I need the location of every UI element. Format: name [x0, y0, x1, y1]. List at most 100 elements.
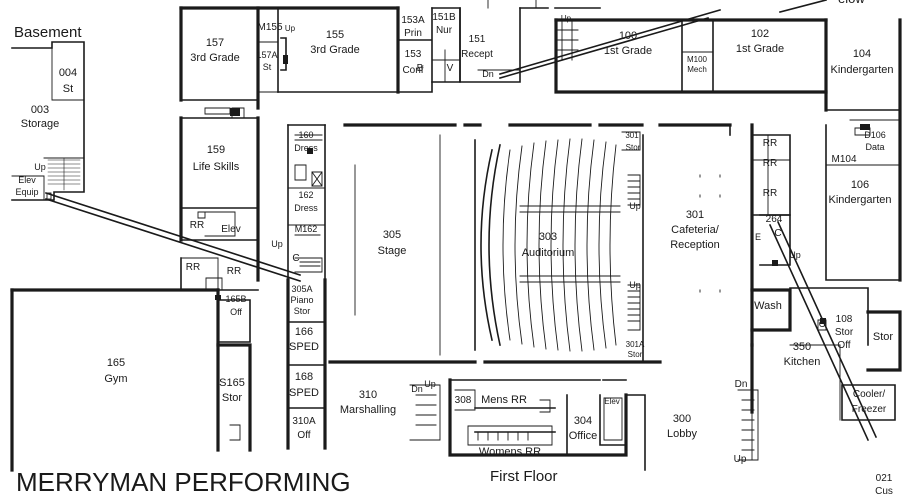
plan-label-up2: Up	[271, 239, 283, 249]
room-label-line: 162	[298, 190, 313, 200]
plan-label-e1: E	[755, 232, 761, 242]
room-label-line: Stor	[222, 392, 243, 404]
room-label-line: 168	[295, 371, 313, 383]
room-label-line: 3rd Grade	[310, 44, 360, 56]
room-label-line: 153A	[401, 15, 425, 26]
gym-block	[10, 277, 252, 472]
room-label-line: 151	[469, 34, 486, 45]
room-label-line: 1st Grade	[604, 45, 652, 57]
north-east-classrooms	[554, 18, 902, 282]
room-label-line: 159	[207, 144, 225, 156]
room-label-line: Prin	[404, 28, 422, 39]
plan-label-up8: Up	[561, 14, 572, 23]
room-label-line: 1st Grade	[736, 43, 784, 55]
room-label-rstor: Stor	[873, 331, 894, 343]
partial-label: elow	[838, 0, 865, 6]
room-label-line: Marshalling	[340, 404, 396, 416]
room-label-line: SPED	[289, 341, 319, 353]
room-label-line: 160	[298, 130, 313, 140]
room-label-rmens: Mens RR	[481, 394, 527, 406]
room-label-r308: 308	[455, 395, 472, 406]
room-label-line: Wash	[754, 300, 782, 312]
room-label-line: Equip	[15, 187, 38, 197]
kitchen-area	[750, 287, 902, 421]
room-label-line: Data	[865, 142, 884, 152]
plan-label-stor1: Stor	[626, 143, 641, 152]
room-label-line: Womens RR	[479, 446, 541, 458]
room-label-line: Recept	[461, 49, 493, 60]
north-classroom-block	[179, 0, 601, 119]
plan-label-up5: Up	[424, 379, 436, 389]
room-label-r153a: 153A Prin	[401, 15, 425, 39]
plan-label-num301: 301	[625, 131, 639, 140]
auditorium-seating	[502, 138, 621, 352]
room-label-line: Dress	[294, 203, 318, 213]
plan-label-up1: Up	[34, 162, 46, 172]
plan-label-up6: Up	[734, 454, 747, 465]
room-label-line: 3rd Grade	[190, 52, 240, 64]
room-label-line: Stage	[378, 245, 407, 257]
plan-title: MERRYMAN PERFORMING	[16, 467, 351, 495]
plan-label-v1: V	[447, 63, 454, 74]
room-label-line: 310A	[292, 416, 316, 427]
room-label-line: 305A	[291, 284, 312, 294]
room-label-line: Dress	[294, 143, 318, 153]
room-label-line: SPED	[289, 387, 319, 399]
room-label-line: Lobby	[667, 428, 697, 440]
dressing-rooms	[287, 124, 326, 279]
room-label-line: 301	[686, 209, 704, 221]
room-label-line: Cafeteria/	[671, 224, 720, 236]
room-label-line: Off	[297, 430, 310, 441]
room-label-line: Stor	[873, 331, 894, 343]
room-label-line: 350	[793, 341, 811, 353]
plan-label-rr4: RR	[763, 138, 777, 149]
plan-label-rr6: RR	[763, 158, 777, 169]
plan-label-c2: C	[292, 253, 299, 264]
equipment-markers	[46, 55, 870, 324]
room-label-rwomens: Womens RR	[479, 446, 541, 458]
room-label-line: 304	[574, 415, 592, 427]
room-label-line: Stor	[628, 350, 643, 359]
room-label-line: 264	[766, 214, 783, 225]
room-label-line: Office	[569, 430, 598, 442]
room-label-line: Cooler/	[853, 389, 885, 400]
room-label-line: Conf	[402, 65, 423, 76]
plan-label-up3: Up	[629, 201, 641, 211]
room-label-line: 310	[359, 389, 377, 401]
room-label-line: 165B	[225, 294, 246, 304]
room-label-rm155: M155	[257, 22, 282, 33]
basement-outline	[11, 41, 85, 201]
room-label-line: Freezer	[852, 404, 887, 415]
room-label-line: Stor	[294, 306, 311, 316]
basement-label: Basement	[14, 24, 82, 41]
room-label-line: Kitchen	[784, 356, 821, 368]
room-label-line: 100	[619, 30, 637, 42]
plan-label-elev1: Elev	[221, 224, 240, 235]
room-label-line: M162	[295, 224, 318, 234]
room-label-line: 301A	[626, 340, 645, 349]
plan-label-up4: Up	[629, 280, 641, 290]
room-label-line: Elev	[18, 175, 36, 185]
plan-label-c1: C	[774, 228, 781, 239]
south-middle-block	[286, 278, 759, 471]
stage-auditorium	[328, 123, 732, 364]
room-label-line: S165	[219, 377, 245, 389]
